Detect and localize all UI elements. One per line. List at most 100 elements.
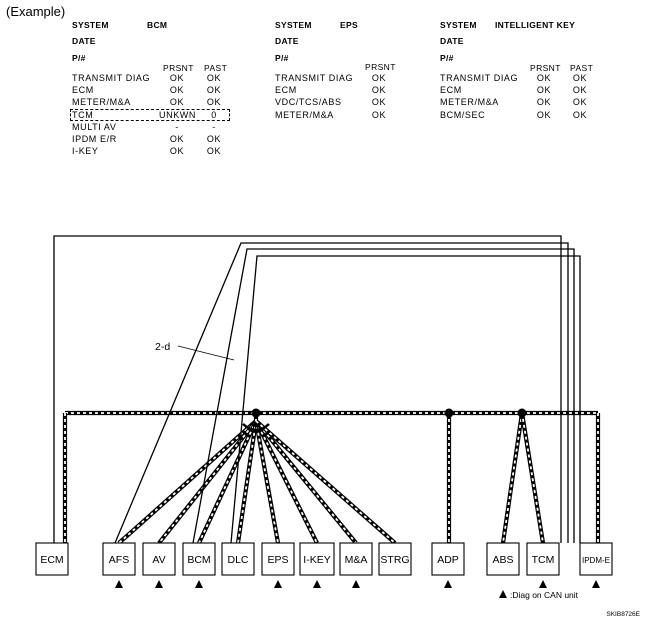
column-header-prsnt: PRSNT — [365, 62, 396, 72]
can-line-i-key-dash — [255, 420, 318, 544]
unit-box-afs — [102, 542, 136, 576]
unit-name: TRANSMIT DIAG — [72, 73, 151, 83]
system-name: EPS — [340, 20, 358, 30]
system-label: SYSTEM — [72, 20, 109, 30]
part-number-label: P/# — [72, 53, 86, 63]
diag-triangle-icon — [313, 580, 321, 588]
unit-label-tcm: TCM — [532, 554, 555, 566]
unit-label-bcm: BCM — [187, 554, 210, 566]
date-label: DATE — [440, 36, 464, 46]
example-label: (Example) — [6, 4, 66, 19]
diag-triangle-icon — [155, 580, 163, 588]
result-row: ECM OK — [275, 85, 425, 95]
status-value: - — [175, 121, 179, 132]
unit-box-eps — [261, 542, 295, 576]
diag-triangle-icon — [274, 580, 282, 588]
system-name: INTELLIGENT KEY — [495, 20, 576, 30]
unit-name: TRANSMIT DIAG — [440, 73, 519, 83]
highlight-box — [70, 108, 230, 121]
status-value: OK — [206, 134, 222, 144]
unit-box-ecm — [35, 542, 69, 576]
status-value: OK — [572, 97, 588, 108]
status-value: OK — [371, 85, 387, 96]
result-row: TRANSMIT DIAG OK — [275, 73, 425, 83]
junction-dot — [444, 408, 454, 418]
system-label: SYSTEM — [275, 20, 312, 30]
status-value: OK — [536, 73, 552, 83]
part-number-label: P/# — [440, 53, 454, 63]
unit-label-i-key: I-KEY — [303, 554, 330, 566]
unit-label-strg: STRG — [380, 554, 409, 566]
status-value: OK — [572, 109, 588, 120]
part-number-label: P/# — [275, 53, 289, 63]
status-value: OK — [536, 109, 552, 120]
can-line-abs-dash — [502, 412, 523, 544]
system-name: BCM — [147, 20, 168, 30]
status-value: OK — [169, 97, 185, 108]
diag-triangle-icon — [195, 580, 203, 588]
status-value: OK — [536, 85, 552, 96]
unit-box-dlc — [221, 542, 255, 576]
unit-name: ECM — [72, 85, 94, 96]
status-value: UNKWN — [159, 109, 196, 120]
system-row: SYSTEM INTELLIGENT KEY — [440, 20, 575, 30]
system-label: SYSTEM — [440, 20, 477, 30]
wire-afs — [114, 242, 569, 544]
unit-box-bcm — [182, 542, 216, 576]
diag-triangle-icon — [592, 580, 600, 588]
unit-label-ipdm-e: IPDM-E — [582, 556, 610, 565]
status-value: OK — [206, 73, 222, 83]
status-value: OK — [536, 97, 552, 108]
diag-triangle-icon — [444, 580, 452, 588]
status-value: OK — [206, 97, 222, 108]
diag-triangle-icon — [115, 580, 123, 588]
result-row: METER/M&A OK — [275, 110, 425, 120]
callout-leader — [177, 345, 235, 361]
unit-name: VDC/TCS/ABS — [275, 97, 342, 108]
date-label: DATE — [275, 36, 299, 46]
unit-box-adp — [431, 542, 465, 576]
unit-name: TRANSMIT DIAG — [275, 73, 354, 83]
unit-name: METER/M&A — [275, 109, 334, 120]
wire-bcm — [192, 248, 575, 544]
consult-panel-eps: SYSTEM EPS DATE P/# PRSNT TRANSMIT DIAG OK ECM O… — [275, 20, 425, 165]
wire-dlc — [230, 255, 581, 544]
column-header-prsnt: PRSNT — [530, 63, 561, 73]
unit-name: MULTI AV — [72, 121, 117, 132]
unit-label-eps: EPS — [267, 554, 288, 566]
system-row: SYSTEM EPS — [275, 20, 358, 30]
diag-triangle-icon — [352, 580, 360, 588]
status-value: OK — [371, 73, 387, 83]
unit-label-ecm: ECM — [40, 554, 63, 566]
unit-box-i-key — [299, 542, 335, 576]
unit-name: ECM — [275, 85, 297, 96]
status-value: OK — [371, 109, 387, 120]
junction-dot — [251, 408, 261, 418]
junction-dot — [517, 408, 527, 418]
status-value: OK — [169, 134, 185, 144]
can-line-tcm-dash — [521, 412, 544, 544]
unit-box-strg — [378, 542, 412, 576]
figure-code: SKIB8726E — [606, 611, 640, 618]
unit-label-abs: ABS — [492, 554, 513, 566]
status-value: OK — [206, 85, 222, 96]
status-value: OK — [206, 146, 222, 157]
column-header-prsnt: PRSNT — [163, 63, 194, 73]
unit-box-ipdm-e — [579, 542, 613, 576]
diag-triangle-icon — [539, 580, 547, 588]
column-header-past: PAST — [204, 63, 228, 73]
unit-box-m-a — [339, 542, 373, 576]
can-line-strg-dash — [255, 420, 396, 544]
wire-label: 2-d — [155, 341, 170, 353]
unit-box-tcm — [526, 542, 560, 576]
status-value: - — [212, 121, 216, 132]
unit-box-av — [142, 542, 176, 576]
unit-name: TCM — [72, 109, 94, 120]
